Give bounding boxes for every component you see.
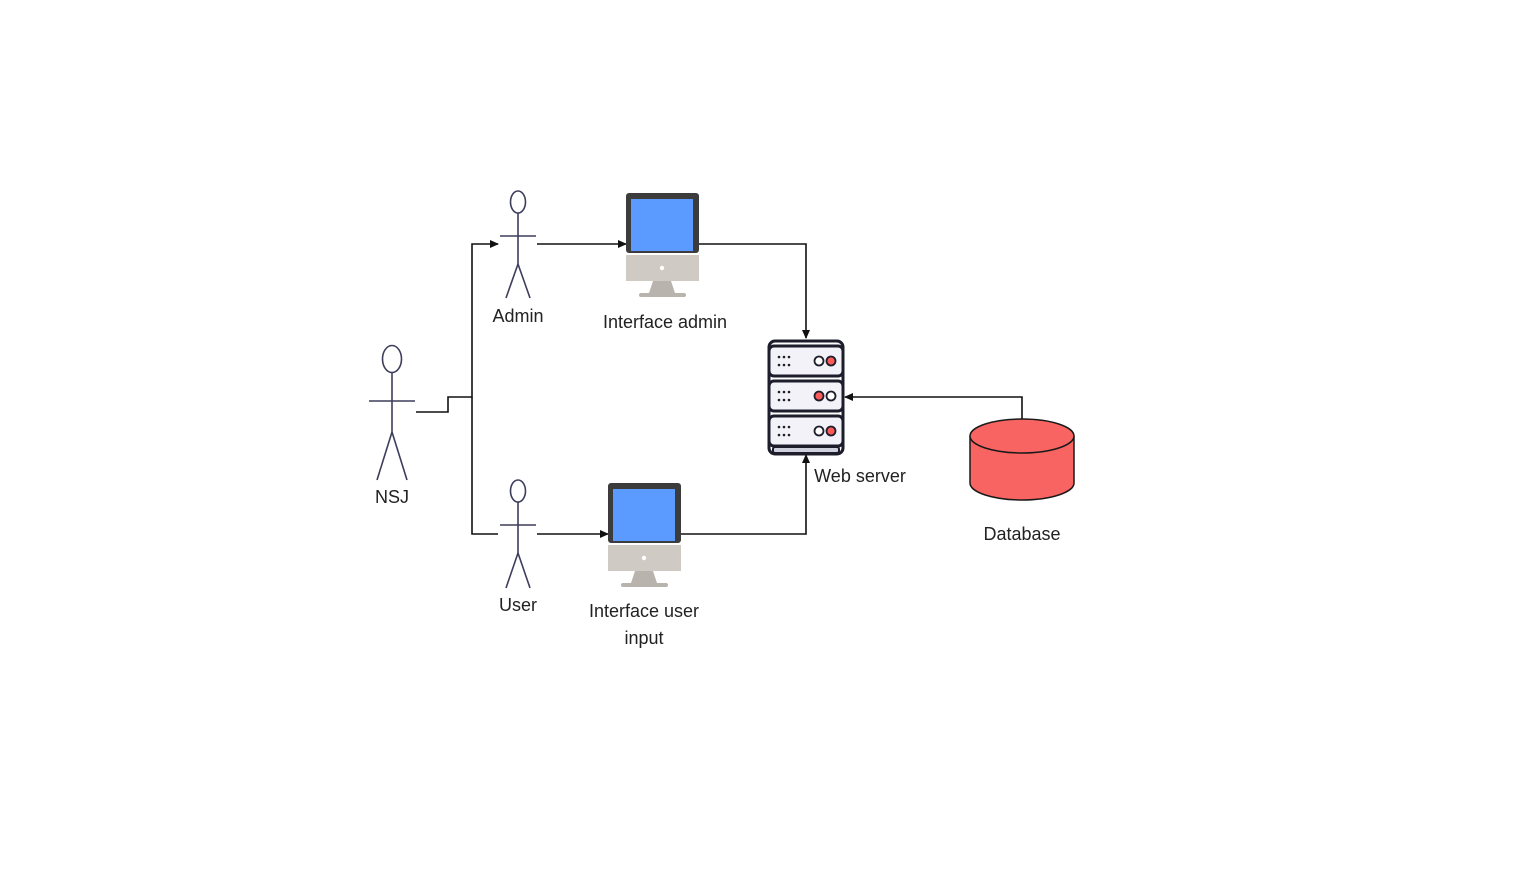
database-label: Database [983,524,1060,544]
edge-nsj-user [471,397,498,535]
database[interactable] [969,418,1075,501]
edge-nsj-admin [416,240,499,413]
actor-icon [500,190,536,299]
edge-database-web-server [844,393,1023,420]
actor-admin-label: Admin [492,306,543,326]
interface-user-monitor[interactable] [608,483,681,587]
actor-icon [369,344,415,481]
actor-user[interactable] [500,479,536,589]
database-cylinder-icon [969,418,1075,501]
interface-user-label-line2: input [624,628,663,648]
actor-user-label: User [499,595,537,615]
edge-interface-user-web-server [680,454,810,535]
web-server-label: Web server [814,466,906,486]
actor-admin[interactable] [500,190,536,299]
server-rack-icon [767,339,845,456]
actor-nsj-label: NSJ [375,487,409,507]
interface-admin-monitor[interactable] [626,193,699,297]
monitor-icon [608,483,681,587]
interface-user-label-line1: Interface user [589,601,699,621]
web-server[interactable] [767,339,845,456]
actor-icon [500,479,536,589]
monitor-icon [626,193,699,297]
connectors [416,240,1023,538]
edge-interface-admin-web-server [698,243,810,339]
interface-admin-label: Interface admin [603,312,727,332]
actor-nsj[interactable] [369,344,415,481]
